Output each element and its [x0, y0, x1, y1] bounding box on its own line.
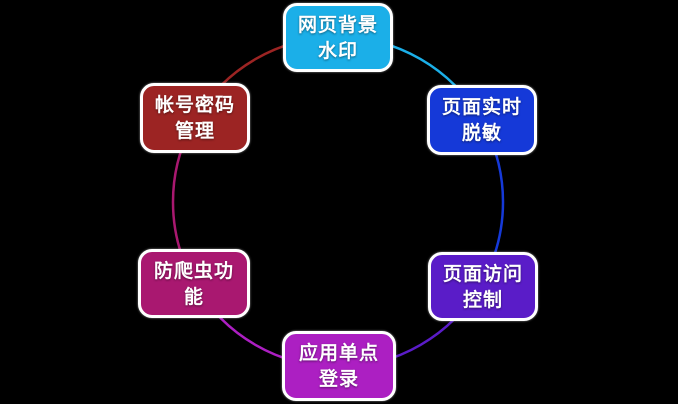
node-web-background-watermark[interactable]: 网页背景 水印 — [283, 3, 393, 72]
node-page-access-control[interactable]: 页面访问 控制 — [428, 252, 538, 321]
node-account-password-mgmt[interactable]: 帐号密码 管理 — [140, 83, 250, 153]
node-anti-crawler-function[interactable]: 防爬虫功 能 — [138, 249, 250, 318]
node-label-app-single-sign-on: 应用单点 登录 — [298, 342, 379, 390]
node-label-page-access-control: 页面访问 控制 — [442, 262, 523, 311]
node-app-single-sign-on[interactable]: 应用单点 登录 — [282, 331, 396, 401]
node-label-anti-crawler-function: 防爬虫功 能 — [153, 259, 234, 308]
node-label-web-background-watermark: 网页背景 水印 — [297, 13, 378, 62]
node-label-account-password-mgmt: 帐号密码 管理 — [154, 94, 235, 142]
node-realtime-page-masking[interactable]: 页面实时 脱敏 — [427, 85, 537, 155]
node-label-realtime-page-masking: 页面实时 脱敏 — [441, 96, 522, 144]
